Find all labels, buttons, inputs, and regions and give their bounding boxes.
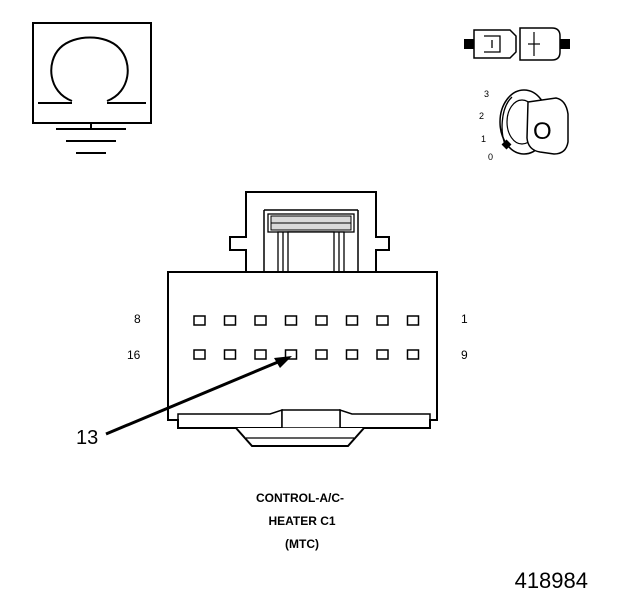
terminal-cavity-11 <box>345 349 359 360</box>
terminal-cavity-6 <box>254 315 267 326</box>
key-position-3: 3 <box>484 89 489 99</box>
terminal-cavity-1 <box>406 315 420 326</box>
terminal-cavity-13 <box>284 349 298 360</box>
terminal-cavity-4 <box>315 315 328 326</box>
connector-body <box>167 191 438 447</box>
connector-plug-icon <box>464 27 570 61</box>
ground-symbol-icon <box>32 22 152 154</box>
pin-label-1: 1 <box>461 312 468 326</box>
key-label: O <box>533 118 552 145</box>
terminal-cavity-9 <box>406 349 420 360</box>
pin-label-9: 9 <box>461 348 468 362</box>
terminal-cavity-10 <box>376 349 389 360</box>
key-position-0: 0 <box>488 152 493 162</box>
ignition-key-icon <box>499 89 569 155</box>
pin-label-16: 16 <box>127 348 141 362</box>
caption-line-3: (MTC) <box>285 537 319 551</box>
terminal-cavity-16 <box>193 349 206 360</box>
key-position-2: 2 <box>479 111 484 121</box>
callout-arrow <box>105 356 292 436</box>
terminal-cavity-8 <box>193 315 206 326</box>
terminal-cavity-2 <box>376 315 389 326</box>
terminal-cavity-15 <box>223 349 237 360</box>
terminal-cavity-12 <box>315 349 328 360</box>
caption-line-2: HEATER C1 <box>268 514 335 528</box>
terminal-cavity-14 <box>254 349 267 360</box>
terminal-cavity-5 <box>284 315 298 326</box>
terminal-cavity-7 <box>223 315 237 326</box>
callout-pin-number: 13 <box>76 427 98 449</box>
terminal-cavities <box>193 315 420 360</box>
figure-number: 418984 <box>515 568 588 593</box>
terminal-cavity-3 <box>345 315 359 326</box>
pin-label-8: 8 <box>134 312 141 326</box>
key-position-1: 1 <box>481 134 486 144</box>
caption-line-1: CONTROL-A/C- <box>256 491 344 505</box>
